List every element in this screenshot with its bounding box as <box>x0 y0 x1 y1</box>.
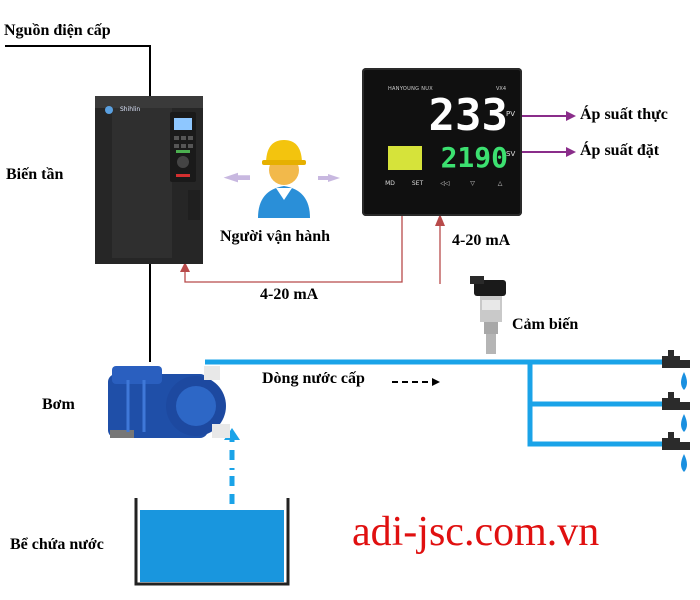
sv-tag: SV <box>506 150 516 158</box>
operator-arrow-right <box>318 174 340 182</box>
operator-arrow-left <box>223 172 251 183</box>
flow-label: Dòng nước cấp <box>262 370 365 387</box>
pv-arrowhead <box>566 111 576 121</box>
vfd-label: Biến tần <box>6 166 64 183</box>
controller-keypad: MD SET ◁◁ ▽ △ <box>380 180 510 198</box>
vfd-signal-arrowhead <box>180 262 190 272</box>
controller-model: VX4 <box>495 86 506 92</box>
worker-icon <box>258 140 310 218</box>
actual-pressure-label: Áp suất thực <box>580 106 668 123</box>
faucet-icon <box>662 350 690 450</box>
flow-arrowhead <box>432 378 440 386</box>
water-tank <box>134 498 290 586</box>
up-key[interactable]: △ <box>497 180 503 187</box>
website-watermark: adi-jsc.com.vn <box>352 509 600 555</box>
down-key[interactable]: ▽ <box>470 180 475 187</box>
pv-tag: PV <box>506 110 516 118</box>
pressure-controller: HANYOUNG NUX VX4 233 2190 PV SV MD SET ◁… <box>362 68 522 216</box>
pv-display: 233 <box>428 90 508 141</box>
controller-signal-arrowhead <box>435 214 445 226</box>
power-wire <box>5 45 151 96</box>
set-key[interactable]: SET <box>411 180 424 187</box>
power-supply-label: Nguồn điện cấp <box>4 22 111 39</box>
controller-brand: HANYOUNG NUX <box>388 86 433 92</box>
signal-label-bottom: 4-20 mA <box>260 286 319 303</box>
pump <box>108 366 230 438</box>
vfd-device <box>95 96 203 264</box>
vfd-brand: Shihlin <box>120 106 141 113</box>
sensor-label: Cảm biến <box>512 316 579 333</box>
pump-label: Bơm <box>42 396 75 413</box>
operator-label: Người vận hành <box>220 228 331 245</box>
signal-wire-controller-to-vfd <box>184 210 403 283</box>
shift-key[interactable]: ◁◁ <box>440 180 450 187</box>
tank-label: Bể chứa nước <box>10 536 104 553</box>
md-key[interactable]: MD <box>385 180 395 187</box>
signal-label-top: 4-20 mA <box>452 232 511 249</box>
set-pressure-label: Áp suất đặt <box>580 142 660 159</box>
water-drop-icon <box>681 372 687 472</box>
pressure-sensor <box>470 276 506 354</box>
sv-arrowhead <box>566 147 576 157</box>
controller-status-panel <box>388 146 422 170</box>
sv-display: 2190 <box>440 141 508 174</box>
